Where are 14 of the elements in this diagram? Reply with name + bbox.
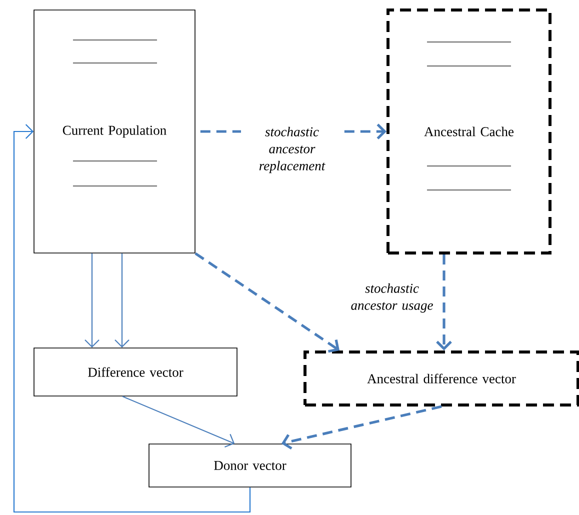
arrow [194, 252, 340, 353]
arrow [436, 254, 452, 350]
cache-box: Ancestral Cache [386, 8, 552, 254]
arrow [122, 396, 235, 448]
arrow [114, 253, 130, 348]
process-box: Current Population [34, 10, 196, 254]
edge-label: stochastic ancestor replacement [241, 126, 343, 174]
arrow [13, 124, 251, 513]
process-box: Ancestral difference vector [304, 350, 579, 406]
arrow [281, 405, 442, 450]
process-box: Donor vector [148, 444, 352, 488]
process-box: Difference vector [34, 348, 238, 396]
arrow [84, 253, 100, 348]
edge-label: stochastic ancestor usage [346, 282, 438, 314]
